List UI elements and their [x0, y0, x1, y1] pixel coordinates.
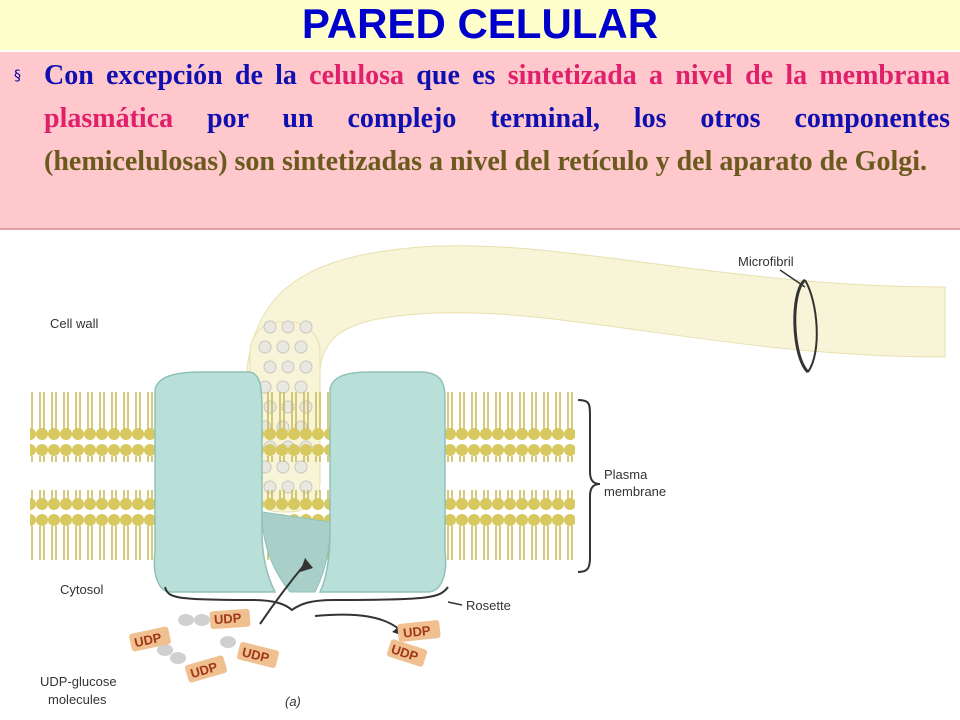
udp-tag-4: UDP	[189, 659, 220, 681]
udp-tag-2: UDP	[133, 630, 163, 650]
paragraph-segment: a nivel de la	[636, 60, 820, 91]
rosette-complex	[153, 371, 447, 593]
synthesis-arrows	[259, 563, 401, 631]
paragraph-segment: (hemicelulosas)	[44, 146, 228, 177]
page-title: PARED CELULAR	[301, 0, 659, 47]
rosette-pointer	[447, 601, 463, 606]
paragraph-segment: membrana plasmática	[44, 60, 950, 134]
udp-molecules	[129, 608, 441, 683]
label-rosette: Rosette	[466, 598, 511, 613]
label-panel: (a)	[285, 694, 301, 709]
label-cell-wall: Cell wall	[50, 316, 99, 331]
label-udp-glucose: UDP-glucose	[40, 674, 117, 689]
paragraph-segment: Con excepción de la	[44, 60, 310, 91]
label-microfibril: Microfibril	[738, 254, 794, 269]
bullet-marker: §	[14, 68, 21, 84]
cellulose-synthesis-diagram: UDP UDP UDP UDP UDP UDP Microfibril Cell…	[30, 245, 946, 709]
label-cytosol: Cytosol	[60, 582, 103, 597]
paragraph-segment: que es	[404, 60, 508, 91]
paragraph-segment: por un complejo terminal, los otros comp…	[173, 103, 950, 134]
label-membrane: membrane	[604, 484, 666, 499]
text-box	[0, 52, 960, 230]
paragraph-segment: sintetizada	[507, 60, 637, 91]
label-plasma: Plasma	[604, 467, 648, 482]
rosette-brace	[164, 586, 449, 612]
paragraph-segment: son sintetizadas a nivel del retículo y …	[227, 146, 928, 177]
udp-tag-3: UDP	[241, 644, 272, 665]
body-paragraph: Con excepción de la celulosa que es sint…	[44, 54, 950, 183]
udp-tag-1: UDP	[213, 610, 242, 627]
label-molecules: molecules	[48, 692, 107, 707]
title-band	[0, 0, 960, 50]
arrowhead-up	[300, 558, 313, 572]
udp-tag-5: UDP	[402, 623, 431, 641]
paragraph-segment: celulosa	[309, 60, 405, 91]
membrane-brace	[577, 399, 601, 573]
